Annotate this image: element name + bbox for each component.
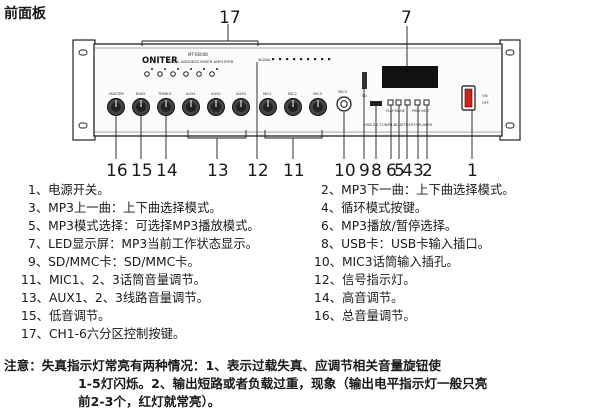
top-leader-lines [141, 24, 408, 67]
rack-ear-right [499, 39, 521, 141]
front-panel-diagram: ONITER MT-6600B PUBLIC ADDRESS MIXER AMP… [72, 24, 521, 159]
callout-4: 4 [402, 161, 413, 181]
subtitle-label: PUBLIC ADDRESS MIXER AMPLIFIER [166, 59, 234, 64]
callout-9: 9 [359, 161, 370, 181]
knob-master [107, 98, 125, 116]
callout-15: 15 [131, 161, 153, 181]
svg-text:TREBLE: TREBLE [157, 92, 172, 96]
knob-mic2 [284, 98, 302, 116]
svg-text:PLAY/PAUSE: PLAY/PAUSE [386, 109, 405, 113]
desc-1: 1、电源开关。 [28, 183, 110, 197]
callout-16: 16 [106, 161, 128, 181]
svg-text:AUX1: AUX1 [186, 92, 196, 96]
callout-7: 7 [401, 8, 412, 28]
svg-text:AUX2: AUX2 [211, 92, 221, 96]
knob-aux1 [182, 98, 200, 116]
callout-10: 10 [334, 161, 356, 181]
desc-4: 4、循环模式按键。 [321, 201, 428, 215]
model-label: MT-6600B [188, 52, 208, 57]
note-line-2: 1-5灯闪烁。2、输出短路或者负载过重，现象（输出电平指示灯一般只亮 [78, 376, 488, 391]
note-line-1: 注意：失真指示灯常亮有两种情况：1、表示过载失真、应调节相关音量旋钮使 [4, 358, 441, 373]
callout-13: 13 [207, 161, 229, 181]
knob-bass [132, 98, 150, 116]
callout-6: 6 [386, 161, 397, 181]
desc-11: 11、MIC1、2、3话筒音量调节。 [21, 273, 206, 287]
desc-10: 10、MIC3话筒输入插孔。 [314, 255, 459, 269]
svg-text:MASTER: MASTER [109, 92, 124, 96]
knob-treble [157, 98, 175, 116]
desc-17: 17、CH1-6六分区控制按键。 [21, 327, 186, 341]
callout-14: 14 [156, 161, 178, 181]
desc-2: 2、MP3下一曲：上下曲选择模式。 [321, 183, 515, 197]
knob-labels: MASTER BASS TREBLE AUX1 AUX2 AUX3 MIC1 M… [109, 92, 322, 96]
knob-aux2 [207, 98, 225, 116]
callout-3: 3 [413, 161, 424, 181]
signal-leds: SIGNAL [258, 58, 331, 62]
power-switch[interactable]: ON OFF [461, 85, 489, 111]
desc-8: 8、USB卡：USB卡输入插口。 [321, 237, 490, 251]
panel-body [93, 43, 503, 137]
section-title: 前面板 [4, 6, 46, 22]
callout-2: 2 [422, 161, 433, 181]
svg-text:SIGNAL: SIGNAL [258, 58, 271, 62]
zone-buttons[interactable] [144, 68, 218, 77]
svg-text:MIC3: MIC3 [313, 92, 322, 96]
led-display [382, 66, 438, 88]
knob-mic3 [309, 98, 327, 116]
desc-14: 14、高音调节。 [314, 291, 404, 305]
desc-6: 6、MP3播放/暂停选择。 [321, 219, 458, 233]
callout-5: 5 [394, 161, 405, 181]
svg-text:SD: SD [362, 94, 367, 98]
svg-text:ON: ON [482, 94, 488, 98]
sd-card-slot[interactable] [362, 72, 367, 89]
svg-text:MIC1: MIC1 [263, 92, 272, 96]
callout-8: 8 [371, 161, 382, 181]
usb-player-label: USB.SD.TUNER.BLUETOOTH PLAYER [364, 122, 432, 127]
svg-text:PREV NEXT: PREV NEXT [412, 109, 430, 113]
svg-text:OFF: OFF [482, 101, 489, 105]
desc-7: 7、LED显示屏：MP3当前工作状态显示。 [28, 237, 258, 251]
svg-text:BASS: BASS [136, 92, 146, 96]
svg-text:MIC2: MIC2 [288, 92, 297, 96]
rack-ear-left [72, 39, 96, 141]
desc-5: 5、MP3模式选择：可选择MP3播放模式。 [28, 219, 260, 233]
desc-16: 16、总音量调节。 [314, 309, 416, 323]
desc-15: 15、低音调节。 [21, 309, 111, 323]
mic3-input-jack[interactable]: MIC3 [336, 90, 352, 112]
desc-12: 12、信号指示灯。 [314, 273, 416, 287]
desc-3: 3、MP3上一曲：上下曲选择模式。 [28, 201, 222, 215]
note-line-3: 前2-3个，红灯就常亮）。 [78, 394, 221, 409]
svg-text:MIC3: MIC3 [338, 90, 347, 94]
callout-12: 12 [247, 161, 269, 181]
mp3-buttons[interactable]: PLAY/PAUSE PREV NEXT [386, 99, 430, 113]
svg-text:AUX3: AUX3 [236, 92, 246, 96]
volume-knobs[interactable] [107, 98, 327, 116]
desc-13: 13、AUX1、2、3线路音量调节。 [21, 291, 209, 305]
usb-port[interactable] [370, 101, 382, 106]
callout-11: 11 [283, 161, 305, 181]
callout-17: 17 [219, 8, 241, 28]
callout-1: 1 [467, 161, 478, 181]
brand-logo: ONITER [142, 56, 178, 66]
desc-9: 9、SD/MMC卡：SD/MMC卡。 [28, 255, 200, 269]
bottom-leader-lines [115, 62, 473, 159]
knob-mic1 [259, 98, 277, 116]
knob-aux3 [232, 98, 250, 116]
warning-note: 注意：失真指示灯常亮有两种情况：1、表示过载失真、应调节相关音量旋钮使 1-5灯… [4, 357, 600, 411]
